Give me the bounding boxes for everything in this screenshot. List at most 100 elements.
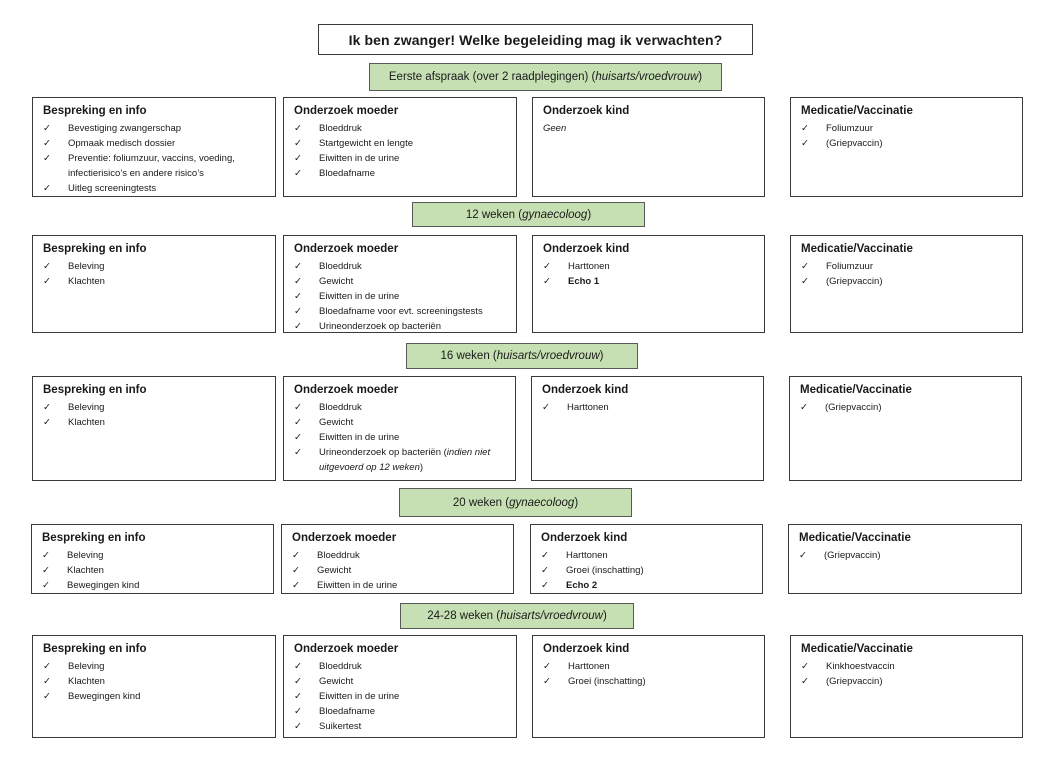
checklist-item-text: Klachten: [68, 417, 105, 428]
checklist-item-text: Harttonen: [566, 550, 608, 561]
checklist: ✓Harttonen✓Echo 1: [543, 259, 756, 289]
checklist-item-text: (Griepvaccin): [826, 138, 883, 149]
check-icon: ✓: [294, 447, 302, 458]
checklist-item: ✓Bloedafname: [294, 166, 508, 181]
checklist-item-text: Eiwitten in de urine: [319, 432, 400, 443]
checklist-item: ✓Kinkhoestvaccin: [801, 659, 1014, 674]
checklist-item: ✓ (Griepvaccin): [800, 400, 1013, 415]
checklist-item: ✓Eiwitten in de urine: [294, 689, 508, 704]
checklist-item-text: Bloeddruk: [317, 550, 360, 561]
checklist: ✓(Griepvaccin): [799, 548, 1013, 563]
check-icon: ✓: [294, 661, 302, 672]
check-icon: ✓: [43, 153, 51, 164]
category-box-onderzoek-moeder: Onderzoek moeder✓Bloeddruk✓Gewicht✓Eiwit…: [283, 235, 517, 333]
checklist-item-text: Eiwitten in de urine: [319, 691, 400, 702]
check-icon: ✓: [43, 417, 51, 428]
check-icon: ✓: [801, 676, 809, 687]
checklist-item-text: Echo 2: [566, 580, 598, 591]
checklist: ✓Beleving✓Klachten: [43, 259, 267, 289]
checklist-item-text: Harttonen: [567, 402, 609, 413]
checklist-item-text: Eiwitten in de urine: [319, 291, 400, 302]
visit-label: Eerste afspraak (over 2 raadplegingen) (: [388, 71, 596, 83]
checklist-item-text: Echo 1: [568, 276, 600, 287]
visit-provider: huisarts/vroedvrouw: [595, 71, 699, 83]
check-icon: ✓: [294, 261, 302, 272]
checklist-item: ✓Gewicht: [292, 563, 505, 578]
visit-band: 20 weken (gynaecoloog): [399, 488, 632, 517]
checklist-item-text: Foliumzuur: [826, 261, 873, 272]
checklist: ✓Bloeddruk✓Gewicht✓Eiwitten in de urine✓…: [294, 400, 507, 475]
checklist-item: ✓Gewicht: [294, 415, 507, 430]
checklist-item-text: (Griepvaccin): [826, 676, 883, 687]
checklist-item-text: Groei (inschatting): [566, 565, 644, 576]
check-icon: ✓: [801, 661, 809, 672]
box-title: Onderzoek moeder: [294, 105, 399, 117]
box-title: Onderzoek moeder: [294, 384, 399, 396]
box-title: Bespreking en info: [43, 105, 147, 117]
checklist-item: ✓Klachten: [43, 674, 267, 689]
category-box-medicatie-vaccinatie: Medicatie/Vaccinatie✓Foliumzuur✓(Griepva…: [790, 235, 1023, 333]
visit-band: Eerste afspraak (over 2 raadplegingen) (…: [369, 63, 722, 91]
checklist-item-text: Gewicht: [319, 417, 354, 428]
box-title: Medicatie/Vaccinatie: [801, 243, 913, 255]
checklist: ✓Foliumzuur✓(Griepvaccin): [801, 121, 1014, 151]
check-icon: ✓: [800, 402, 808, 413]
check-icon: ✓: [801, 261, 809, 272]
checklist-item-text: Eiwitten in de urine: [319, 153, 400, 164]
check-icon: ✓: [294, 138, 302, 149]
visit-band: 24-28 weken (huisarts/vroedvrouw): [400, 603, 634, 629]
visit-label: 12 weken (: [465, 208, 523, 221]
checklist-item: ✓Beleving: [42, 548, 265, 563]
check-icon: ✓: [42, 565, 50, 576]
check-icon: ✓: [43, 402, 51, 413]
checklist-item: ✓Groei (inschatting): [541, 563, 754, 578]
checklist-item: ✓ Foliumzuur: [801, 259, 1014, 274]
checklist-item-text: Foliumzuur: [826, 123, 873, 134]
checklist-item-text: Bloedafname: [319, 168, 375, 179]
checklist-item: ✓Bloeddruk: [294, 659, 508, 674]
visit-label-suffix: ): [599, 350, 604, 362]
checklist-item: ✓ Harttonen: [543, 659, 756, 674]
checklist-item-text: (Griepvaccin): [825, 402, 882, 413]
checklist-item: ✓(Griepvaccin): [801, 136, 1014, 151]
checklist-item: ✓Bewegingen kind: [42, 578, 265, 593]
box-title: Onderzoek kind: [542, 384, 629, 396]
check-icon: ✓: [294, 291, 302, 302]
visit-band: 12 weken (gynaecoloog): [412, 202, 645, 227]
checklist-item: ✓Gewicht: [294, 674, 508, 689]
checklist-item-text: Bloedafname voor evt. screeningstests: [319, 306, 483, 317]
check-icon: ✓: [43, 183, 51, 194]
check-icon: ✓: [799, 550, 807, 561]
checklist-item: ✓ Opmaak medisch dossier: [43, 136, 267, 151]
checklist-item-text: Bewegingen kind: [67, 580, 140, 591]
check-icon: ✓: [543, 661, 551, 672]
box-title: Onderzoek kind: [543, 105, 630, 117]
category-box-onderzoek-moeder: Onderzoek moeder✓Bloeddruk✓Gewicht✓Eiwit…: [281, 524, 514, 594]
checklist: ✓Bevestiging zwangerschap✓Opmaak medisch…: [43, 121, 267, 196]
checklist-item: ✓ Preventie: foliumzuur, vaccins, voeding…: [43, 151, 267, 181]
checklist-item-text: Bloedafname: [319, 706, 375, 717]
category-box-bespreking-en-info: Bespreking en info✓Beleving✓Klachten✓Bew…: [32, 635, 276, 738]
check-icon: ✓: [43, 691, 51, 702]
checklist-item-text: Preventie: foliumzuur, vaccins, voeding,…: [68, 153, 235, 179]
checklist: ✓Harttonen✓Groei (inschatting)✓Echo 2: [541, 548, 754, 593]
visit-provider: huisarts/vroedvrouw: [496, 350, 600, 362]
checklist-item-text: Harttonen: [568, 661, 610, 672]
checklist-item-text: Beleving: [67, 550, 104, 561]
checklist-item: ✓Harttonen: [541, 548, 754, 563]
checklist-item: ✓Eiwitten in de urine: [294, 151, 508, 166]
visit-label-suffix: ): [587, 208, 592, 221]
checklist-item: ✓Echo 1: [543, 274, 756, 289]
check-icon: ✓: [43, 138, 51, 149]
checklist-item: ✓Bloeddruk: [294, 259, 508, 274]
check-icon: ✓: [294, 706, 302, 717]
check-icon: ✓: [292, 565, 300, 576]
check-icon: ✓: [543, 261, 551, 272]
checklist-item: ✓Urineonderzoek op bacteriën: [294, 319, 508, 332]
checklist: ✓Bloeddruk✓Gewicht✓Eiwitten in de urine✓…: [294, 659, 508, 734]
checklist-item-text: Opmaak medisch dossier: [68, 138, 176, 149]
visit-label: 24-28 weken (: [427, 610, 501, 622]
check-icon: ✓: [294, 402, 302, 413]
checklist: ✓Bloeddruk✓Startgewicht en lengte✓Eiwitt…: [294, 121, 508, 181]
